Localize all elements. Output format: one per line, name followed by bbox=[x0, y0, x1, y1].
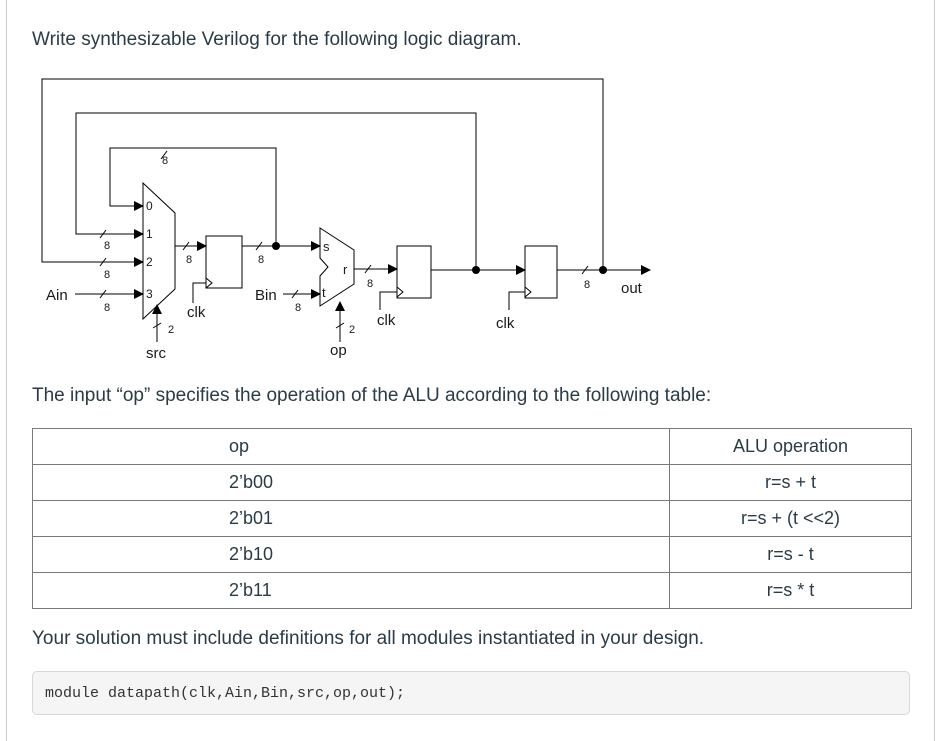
junction-dot bbox=[272, 242, 280, 250]
width-label: 8 bbox=[104, 302, 110, 314]
table-row: 2’b01 r=s + (t <<2) bbox=[32, 500, 912, 537]
width-label: 8 bbox=[162, 155, 168, 167]
width-label: 8 bbox=[186, 254, 192, 266]
width-label: 8 bbox=[584, 279, 590, 291]
cell-operation: r=s - t bbox=[669, 536, 912, 573]
width-label: 8 bbox=[258, 254, 264, 266]
junction-dot bbox=[472, 266, 480, 274]
header-op: op bbox=[32, 428, 670, 465]
ain-label: Ain bbox=[46, 287, 68, 304]
code-stub: module datapath(clk,Ain,Bin,src,op,out); bbox=[45, 685, 406, 702]
cell-operation: r=s + (t <<2) bbox=[669, 500, 912, 537]
clk-label-2: clk bbox=[377, 312, 396, 329]
cell-operation: r=s + t bbox=[669, 464, 912, 501]
register-3 bbox=[524, 245, 558, 299]
alu-port-s: s bbox=[323, 239, 330, 254]
logic-diagram: Ain Bin src op out clk clk clk 0 1 2 3 s… bbox=[41, 78, 651, 362]
cell-operation: r=s * t bbox=[669, 572, 912, 609]
mux bbox=[142, 181, 176, 321]
width-label: 8 bbox=[104, 269, 110, 281]
code-block: module datapath(clk,Ain,Bin,src,op,out); bbox=[32, 671, 910, 715]
table-row: 2’b10 r=s - t bbox=[32, 536, 912, 573]
clk-label-1: clk bbox=[187, 304, 206, 321]
cell-op: 2’b11 bbox=[32, 572, 670, 609]
op-label: op bbox=[330, 342, 347, 359]
reg1-clk-wire bbox=[192, 282, 206, 303]
register-2 bbox=[396, 245, 432, 299]
reg2-clk-wire bbox=[379, 291, 397, 310]
alu-port-t: t bbox=[322, 285, 326, 300]
cell-op: 2’b10 bbox=[32, 536, 670, 573]
feedback-wire-out bbox=[41, 78, 604, 270]
mux-input-0: 0 bbox=[146, 199, 153, 213]
header-alu-operation: ALU operation bbox=[669, 428, 912, 465]
table-row: 2’b00 r=s + t bbox=[32, 464, 912, 501]
question-title: Write synthesizable Verilog for the foll… bbox=[32, 29, 522, 50]
junction-dot bbox=[599, 266, 607, 274]
op-description: The input “op” specifies the operation o… bbox=[32, 385, 712, 406]
mux-input-1: 1 bbox=[146, 227, 153, 241]
page-border-right bbox=[934, 0, 935, 741]
width-label: 8 bbox=[104, 240, 110, 252]
src-label: src bbox=[146, 345, 166, 362]
page-border-left bbox=[6, 0, 7, 741]
feedback-wire-reg1 bbox=[109, 147, 277, 246]
table-header-row: op ALU operation bbox=[32, 428, 912, 465]
reg3-clk-wire bbox=[508, 291, 525, 310]
alu-operation-table: op ALU operation 2’b00 r=s + t 2’b01 r=s… bbox=[32, 428, 912, 609]
cell-op: 2’b00 bbox=[32, 464, 670, 501]
width-label: 8 bbox=[367, 278, 373, 290]
alu-port-r: r bbox=[343, 262, 348, 277]
mux-input-3: 3 bbox=[146, 287, 153, 301]
register-1 bbox=[205, 235, 243, 289]
out-label: out bbox=[621, 280, 643, 297]
footer-instruction: Your solution must include definitions f… bbox=[32, 628, 705, 649]
bin-label: Bin bbox=[255, 287, 277, 304]
table-row: 2’b11 r=s * t bbox=[32, 572, 912, 609]
width-label: 8 bbox=[295, 302, 301, 314]
select-width-label: 2 bbox=[168, 324, 174, 336]
mux-input-2: 2 bbox=[146, 255, 153, 269]
feedback-wire-reg2 bbox=[75, 112, 477, 270]
select-width-label: 2 bbox=[349, 324, 355, 336]
clk-label-3: clk bbox=[496, 315, 515, 332]
cell-op: 2’b01 bbox=[32, 500, 670, 537]
